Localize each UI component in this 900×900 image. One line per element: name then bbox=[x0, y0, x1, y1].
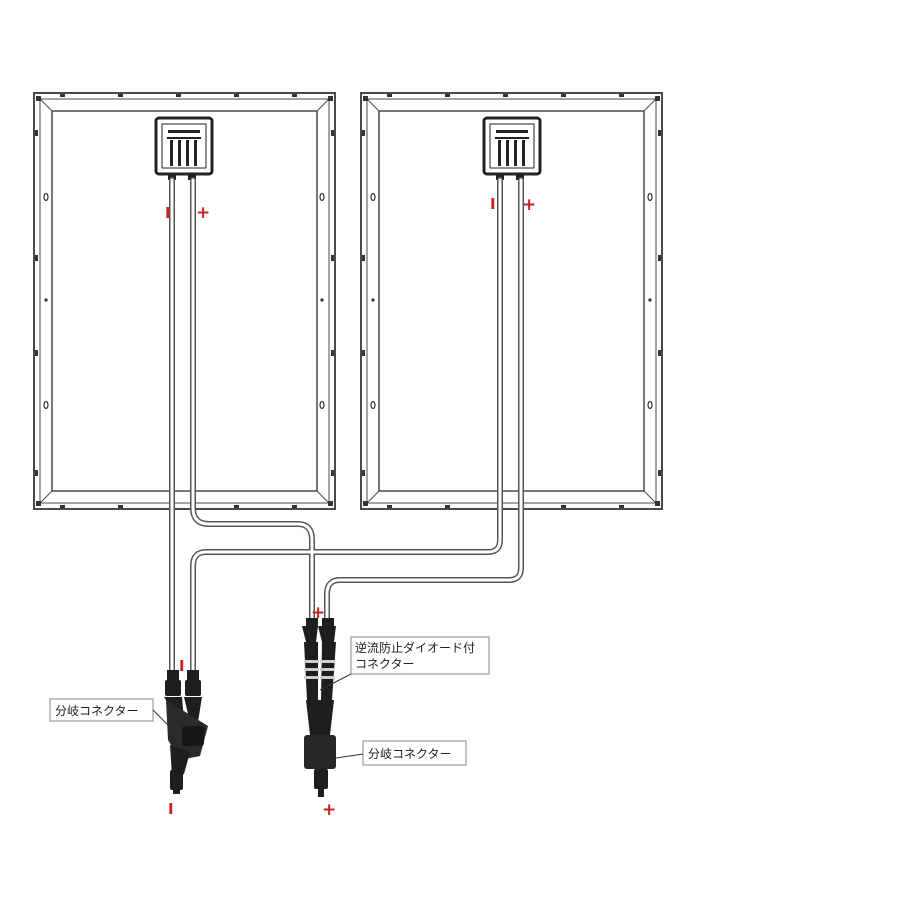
panel-right-positive-sign: + bbox=[522, 195, 536, 215]
junction-box bbox=[482, 116, 542, 180]
callout-diode-connector: 逆流防止ダイオード付 コネクター bbox=[319, 636, 490, 691]
label-branch-connector-left: 分岐コネクター bbox=[55, 704, 139, 718]
branch-connector-right bbox=[304, 700, 336, 797]
cables bbox=[169, 177, 524, 675]
label-diode-connector-line2: コネクター bbox=[355, 657, 415, 671]
right-connector-positive-sign: + bbox=[311, 603, 325, 623]
panel-left-positive-sign: + bbox=[196, 203, 210, 223]
branch-connector-left bbox=[164, 670, 208, 794]
solar-panel-left bbox=[33, 92, 336, 510]
polarity-signs: I + I + I + I + bbox=[165, 195, 536, 820]
solar-panel-right bbox=[360, 92, 663, 510]
diode-connector bbox=[302, 618, 336, 700]
callout-branch-connector-left: 分岐コネクター bbox=[49, 698, 177, 734]
panel-left-negative-sign: I bbox=[165, 204, 171, 222]
panel-right-negative-sign: I bbox=[490, 195, 496, 213]
label-branch-connector-right: 分岐コネクター bbox=[368, 747, 452, 761]
left-connector-negative-sign: I bbox=[179, 657, 185, 675]
junction-box bbox=[154, 116, 214, 180]
label-diode-connector-line1: 逆流防止ダイオード付 bbox=[355, 640, 475, 655]
right-output-positive-sign: + bbox=[322, 800, 336, 820]
left-output-negative-sign: I bbox=[168, 800, 174, 818]
callout-branch-connector-right: 分岐コネクター bbox=[335, 740, 467, 766]
